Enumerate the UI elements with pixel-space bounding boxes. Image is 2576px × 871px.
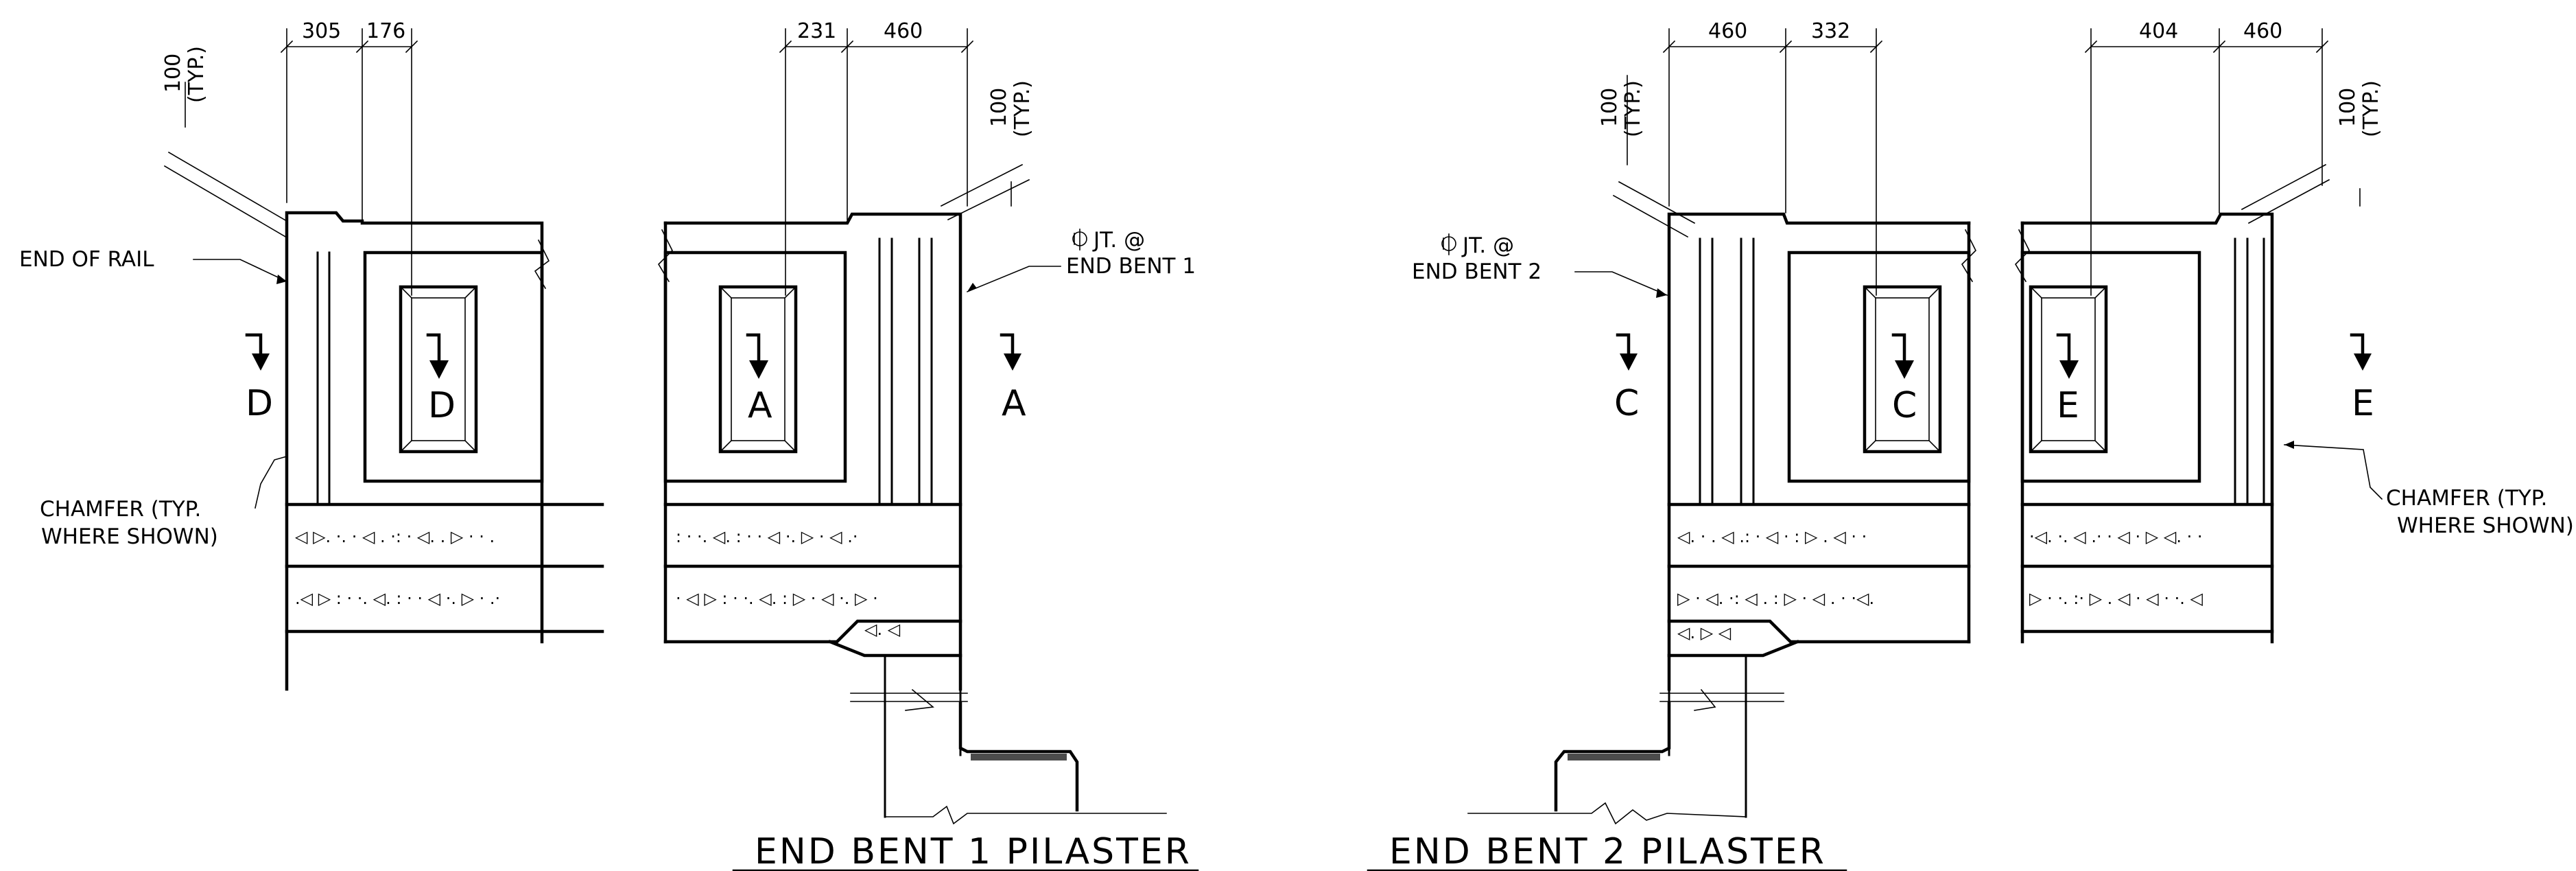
section-cut-d-left: D <box>245 333 273 424</box>
section-cut-a-right: A <box>1000 333 1026 424</box>
svg-text:100: 100 <box>1598 88 1622 127</box>
svg-text:◁. ◁: ◁. ◁ <box>864 620 901 639</box>
note-cl-jt-end-bent-2: JT. @ END BENT 2 <box>1412 233 1668 298</box>
title-right: END BENT 2 PILASTER <box>1389 831 1826 871</box>
dim-231: 231 <box>797 19 836 43</box>
svg-text:(TYP.): (TYP.) <box>185 46 209 103</box>
dimension-231-460: 231 460 <box>779 19 974 296</box>
section-cut-a-window: A <box>746 333 772 426</box>
section-label-a: A <box>1002 383 1026 424</box>
svg-text:WHERE SHOWN): WHERE SHOWN) <box>41 524 218 549</box>
section-cut-e-window: E <box>2056 333 2079 426</box>
svg-text:END BENT 2: END BENT 2 <box>1412 259 1541 284</box>
panel-end-bent-1: : · ⋅. ◁. : · ⋅ ◁ ·. ▷ ⋅ ◁ .· · ◁ ▷ : · … <box>657 212 1167 825</box>
svg-text:◁ ▷. ·. ⋅ ◁ . ·: ⋅ ◁. . ▷ · ⋅: ◁ ▷. ·. ⋅ ◁ . ·: ⋅ ◁. . ▷ · ⋅ . <box>295 527 495 546</box>
section-label-d: D <box>246 383 273 424</box>
dim-176: 176 <box>366 19 405 43</box>
panel-end-of-rail: ◁ ▷. ·. ⋅ ◁ . ·: ⋅ ◁. . ▷ · ⋅ . .◁ ▷ : ·… <box>285 211 604 691</box>
section-label-c: C <box>1614 383 1639 424</box>
svg-text:CHAMFER (TYP.: CHAMFER (TYP. <box>2386 486 2547 511</box>
dimension-460-332: 460 332 <box>1662 19 1883 296</box>
svg-text:D: D <box>428 385 456 426</box>
dimension-404-460: 404 460 <box>2084 19 2329 296</box>
svg-text:(TYP.): (TYP.) <box>1011 80 1035 137</box>
note-cl-jt-end-bent-1: JT. @ END BENT 1 <box>966 228 1196 293</box>
svg-text:E: E <box>2057 385 2079 426</box>
note-end-of-rail: END OF RAIL <box>19 247 288 284</box>
section-cut-c-window: C <box>1891 333 1917 426</box>
concrete-hatch: ◁. · . ◁ .: ⋅ ◁ · : ▷ . ◁ · · ▷ · ◁. ⋅: … <box>1677 527 1874 642</box>
dim-332: 332 <box>1811 19 1850 43</box>
title-left: END BENT 1 PILASTER <box>755 831 1192 871</box>
svg-text:◁. ▷ ◁: ◁. ▷ ◁ <box>1677 623 1732 642</box>
svg-text:◁. · . ◁ .: ⋅ ◁ · : ▷ . ◁ · ·: ◁. · . ◁ .: ⋅ ◁ · : ▷ . ◁ · · <box>1677 527 1867 546</box>
svg-text:JT. @: JT. @ <box>1461 233 1514 258</box>
section-cut-e-right: E <box>2350 333 2374 424</box>
svg-text:C: C <box>1892 385 1917 426</box>
svg-text:· ◁ ▷ : · ⋅. ◁. : ▷ ⋅ ◁ ·. ▷ ⋅: · ◁ ▷ : · ⋅. ◁. : ▷ ⋅ ◁ ·. ▷ ⋅ <box>676 589 878 608</box>
title-end-bent-1: END BENT 1 PILASTER <box>732 831 1199 871</box>
note-chamfer-right: CHAMFER (TYP. WHERE SHOWN) <box>2284 441 2574 538</box>
svg-text:▷ · ⋅. :· ▷ . ◁ ⋅ ◁ ⋅ ·. ◁: ▷ · ⋅. :· ▷ . ◁ ⋅ ◁ ⋅ ·. ◁ <box>2029 589 2203 608</box>
svg-text:100: 100 <box>987 88 1011 127</box>
dimension-305-176: 305 176 <box>280 19 418 296</box>
panel-end-bent-2: ◁. · . ◁ .: ⋅ ◁ · : ▷ . ◁ · · ▷ · ◁. ⋅: … <box>1467 212 1976 825</box>
svg-text:: · ⋅. ◁. : · ⋅ ◁ ·. ▷ ⋅ ◁ .·: : · ⋅. ◁. : · ⋅ ◁ ·. ▷ ⋅ ◁ .· <box>676 527 858 546</box>
svg-text:▷ · ◁. ⋅: ◁ . : ▷ ⋅ ◁ . ⋅ ·◁.: ▷ · ◁. ⋅: ◁ . : ▷ ⋅ ◁ . ⋅ ·◁. <box>1677 589 1874 608</box>
svg-text:100: 100 <box>161 54 185 93</box>
svg-text:.◁ ▷ : · ⋅. ◁. : · ⋅ ◁ ·. ▷ ⋅: .◁ ▷ : · ⋅. ◁. : · ⋅ ◁ ·. ▷ ⋅ .· <box>295 589 500 608</box>
dim-305: 305 <box>302 19 341 43</box>
dimension-100-typ-right: 100 (TYP.) <box>2241 80 2383 224</box>
note-chamfer-left: CHAMFER (TYP. WHERE SHOWN) <box>40 456 287 549</box>
svg-text:WHERE SHOWN): WHERE SHOWN) <box>2397 513 2574 538</box>
dim-404: 404 <box>2139 19 2178 43</box>
dimension-100-typ-bent1: 100 (TYP.) <box>940 80 1035 221</box>
concrete-hatch: : · ⋅. ◁. : · ⋅ ◁ ·. ▷ ⋅ ◁ .· · ◁ ▷ : · … <box>676 527 901 639</box>
svg-text:(TYP.): (TYP.) <box>1621 80 1645 137</box>
title-end-bent-2: END BENT 2 PILASTER <box>1367 831 1847 871</box>
svg-text:END BENT 1: END BENT 1 <box>1066 254 1196 279</box>
dim-460: 460 <box>884 19 923 43</box>
section-label-e: E <box>2352 383 2374 424</box>
concrete-hatch: ◁ ▷. ·. ⋅ ◁ . ·: ⋅ ◁. . ▷ · ⋅ . .◁ ▷ : ·… <box>295 527 500 608</box>
centerline-symbol <box>1072 229 1087 251</box>
dim-460-b: 460 <box>1708 19 1747 43</box>
svg-text:100: 100 <box>2336 88 2360 127</box>
dimension-100-typ-left: 100 (TYP.) <box>161 46 288 239</box>
svg-text:A: A <box>748 385 772 426</box>
panel-section-e: ·◁. ·. ◁ .· ⋅ ◁ · ▷ ◁. · · ▷ · ⋅. :· ▷ .… <box>2014 212 2274 644</box>
centerline-symbol <box>1441 233 1456 255</box>
svg-text:·◁. ·. ◁ .· ⋅ ◁ · ▷ ◁. · ·: ·◁. ·. ◁ .· ⋅ ◁ · ▷ ◁. · · <box>2029 527 2203 546</box>
dim-460-c: 460 <box>2243 19 2282 43</box>
concrete-hatch: ·◁. ·. ◁ .· ⋅ ◁ · ▷ ◁. · · ▷ · ⋅. :· ▷ .… <box>2029 527 2203 608</box>
svg-text:(TYP.): (TYP.) <box>2359 80 2383 137</box>
section-cut-c-left: C <box>1614 333 1639 424</box>
svg-text:CHAMFER (TYP.: CHAMFER (TYP. <box>40 497 201 522</box>
section-cut-d-window: D <box>426 333 456 426</box>
dimension-100-typ-bent2: 100 (TYP.) <box>1598 75 1696 238</box>
svg-text:JT. @: JT. @ <box>1092 228 1145 253</box>
svg-text:END OF RAIL: END OF RAIL <box>19 247 154 272</box>
